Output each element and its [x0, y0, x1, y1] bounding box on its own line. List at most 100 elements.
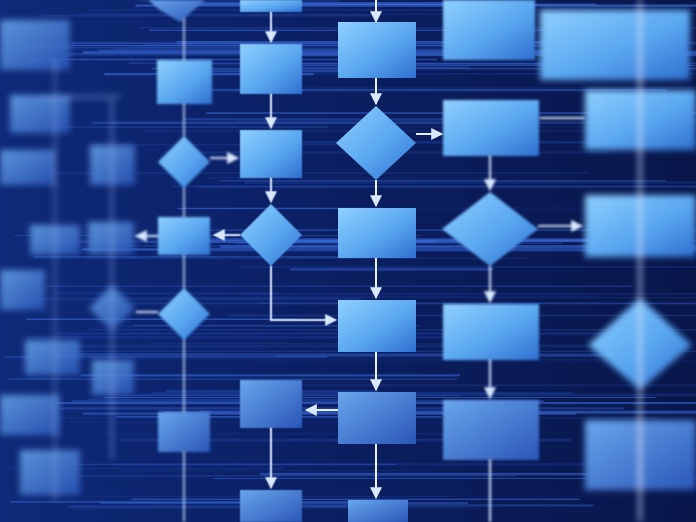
arrow-icon: [270, 266, 338, 326]
light-streak: [217, 207, 696, 210]
flowchart-column-2: [134, 0, 240, 522]
flow-box: [240, 44, 302, 94]
light-streak: [143, 130, 671, 132]
flow-box: [338, 392, 416, 444]
light-streak: [37, 508, 245, 510]
light-streak: [41, 14, 371, 17]
light-streak: [140, 27, 696, 29]
light-streak: [286, 63, 582, 65]
light-streak: [243, 293, 696, 295]
flow-box: [338, 22, 416, 78]
light-streak: [103, 433, 512, 435]
light-streak: [68, 505, 357, 509]
flow-diamond: [336, 106, 416, 180]
light-streak: [175, 297, 696, 299]
light-streak: [244, 181, 696, 184]
light-streak: [251, 295, 598, 297]
light-streak: [83, 257, 529, 259]
light-streak: [213, 478, 696, 479]
flow-diamond: [158, 288, 210, 340]
light-streak: [223, 69, 696, 71]
flow-diamond: [240, 204, 302, 266]
connector: [40, 95, 120, 99]
light-streak: [186, 2, 511, 5]
flow-box: [348, 500, 408, 522]
light-streak: [8, 378, 458, 380]
light-streak: [252, 87, 696, 88]
light-streak: [26, 335, 542, 339]
flow-box: [443, 100, 539, 156]
light-streak: [81, 13, 696, 15]
flow-box: [25, 340, 80, 375]
flow-box: [10, 95, 70, 133]
flow-box: [158, 412, 210, 452]
flow-box: [240, 0, 302, 12]
flow-box: [540, 10, 690, 80]
light-streak: [220, 245, 696, 249]
light-streak: [260, 472, 668, 476]
light-streak: [121, 325, 376, 327]
light-streak: [98, 49, 554, 52]
light-streak: [46, 285, 633, 287]
light-streak: [192, 73, 696, 75]
light-streak: [145, 44, 471, 46]
flow-box: [338, 300, 416, 352]
light-streak: [258, 302, 696, 305]
light-streak: [171, 249, 696, 252]
light-streak: [114, 47, 360, 50]
flow-box: [0, 395, 60, 435]
light-streak: [172, 185, 696, 188]
light-streak: [34, 256, 357, 258]
light-streak: [197, 240, 435, 243]
light-streak: [151, 67, 696, 70]
light-streak: [149, 343, 468, 344]
flowchart-column-5: [442, 0, 585, 522]
flow-box: [443, 304, 539, 360]
flow-box: [443, 400, 539, 460]
flow-box: [0, 270, 45, 310]
flow-box: [240, 130, 302, 178]
flow-box: [158, 217, 210, 255]
light-streak: [183, 118, 443, 121]
light-streak: [52, 292, 278, 295]
light-streak: [13, 358, 607, 361]
light-streak: [44, 126, 329, 128]
flow-box: [20, 450, 80, 495]
flow-diamond: [148, 0, 205, 22]
flow-box: [240, 490, 302, 522]
light-streak: [7, 467, 285, 469]
light-streak: [161, 42, 696, 44]
light-streak: [240, 266, 696, 268]
light-streak: [79, 235, 398, 237]
flow-diamond: [442, 192, 538, 266]
light-streak: [72, 400, 544, 403]
light-streak: [247, 64, 696, 67]
light-streak: [197, 186, 696, 188]
light-streak: [4, 355, 327, 359]
light-streak: [82, 412, 576, 415]
light-streak: [264, 495, 696, 497]
flow-box: [338, 208, 416, 258]
light-streak: [87, 398, 350, 400]
light-streak: [128, 8, 680, 12]
light-streak: [26, 318, 297, 320]
light-streak: [198, 62, 648, 66]
light-streak: [206, 177, 495, 179]
flow-box: [157, 60, 212, 104]
light-streak: [171, 88, 667, 92]
light-streak: [177, 207, 379, 210]
light-streak: [289, 268, 494, 271]
light-streak: [279, 504, 594, 507]
light-streak: [162, 229, 696, 231]
light-streak: [30, 58, 437, 61]
light-streak: [137, 0, 340, 2]
light-streak: [74, 463, 397, 466]
far-right-column: [540, 0, 696, 522]
light-streak: [55, 353, 633, 357]
flowchart-column-3: [212, 0, 338, 522]
light-streak: [60, 353, 524, 355]
light-streak: [10, 500, 406, 503]
flow-box: [0, 150, 55, 185]
light-streak: [24, 46, 297, 48]
